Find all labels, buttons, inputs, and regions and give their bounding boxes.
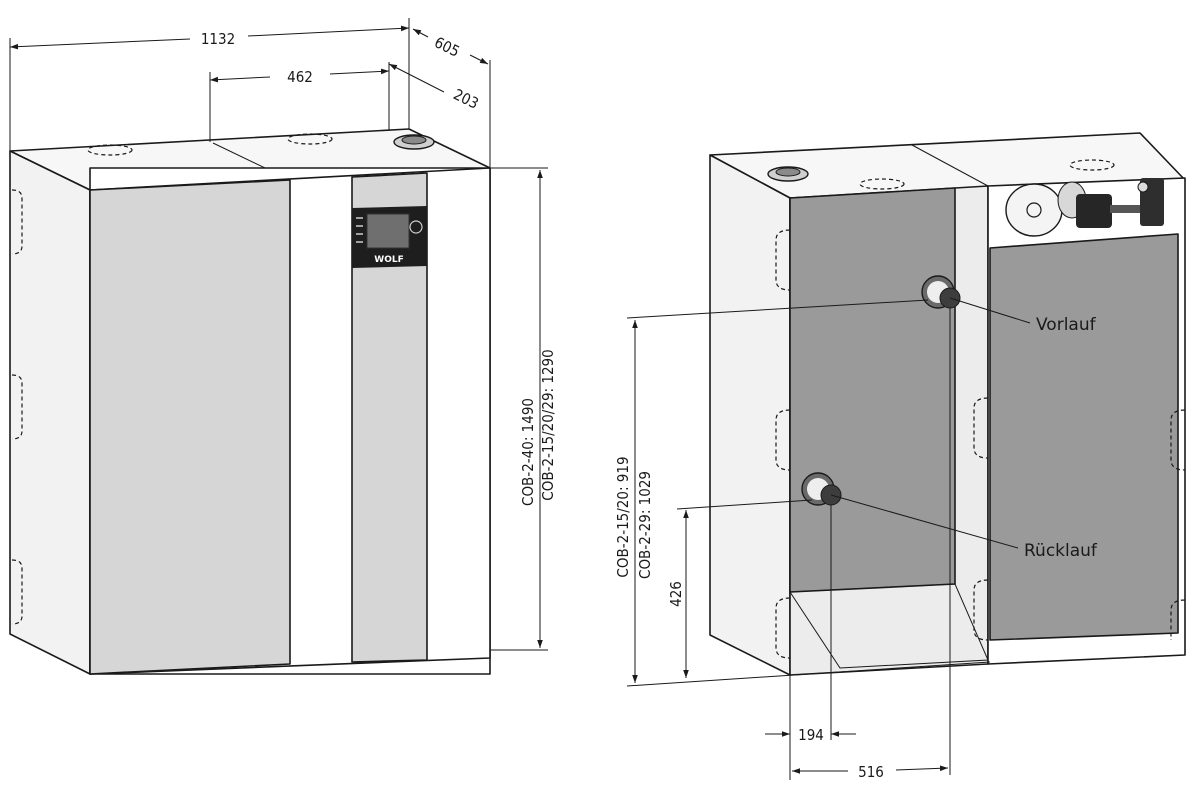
- dim-flow-height-cob-2-15-20: COB-2-15/20: 919: [614, 456, 632, 577]
- dim-depth: 605: [431, 33, 462, 60]
- dim-flue-depth: 203: [450, 85, 481, 112]
- dim-flue-offset: 462: [287, 68, 313, 86]
- flue-outlet: [393, 134, 435, 150]
- dim-flow-offset: 516: [858, 763, 884, 781]
- dim-return-offset: 194: [798, 726, 824, 744]
- left-dimensions: 1132 605 462 203 COB-2-40: 1490 COB-2-15…: [9, 18, 557, 651]
- storage-tank: [789, 187, 956, 593]
- dim-flow-height-cob-2-29: COB-2-29: 1029: [636, 471, 654, 579]
- dim-total-width: 1132: [201, 30, 235, 48]
- return-connection: [801, 472, 842, 506]
- boiler-module: [989, 233, 1179, 641]
- tank-front-panel: [89, 179, 291, 675]
- control-column: [351, 172, 428, 663]
- boiler-open-view: [709, 132, 1186, 676]
- dim-height-cob-2-40: COB-2-40: 1490: [519, 398, 537, 506]
- burner-assembly: [1005, 178, 1164, 237]
- callout-flow: Vorlauf: [1036, 315, 1097, 335]
- dim-return-height: 426: [667, 581, 685, 607]
- control-display: WOLF: [352, 206, 427, 268]
- callout-return: Rücklauf: [1024, 541, 1098, 561]
- flow-connection: [921, 275, 961, 309]
- flue-outlet-right: [767, 166, 809, 182]
- right-callouts: Vorlauf Rücklauf: [830, 297, 1098, 561]
- dim-height-cob-2-15-20-29: COB-2-15/20/29: 1290: [539, 349, 557, 500]
- boiler-exterior-view: WOLF: [9, 128, 491, 675]
- right-dimensions: COB-2-15/20: 919 COB-2-29: 1029 426 194 …: [614, 299, 991, 781]
- brand-logo: WOLF: [374, 255, 403, 265]
